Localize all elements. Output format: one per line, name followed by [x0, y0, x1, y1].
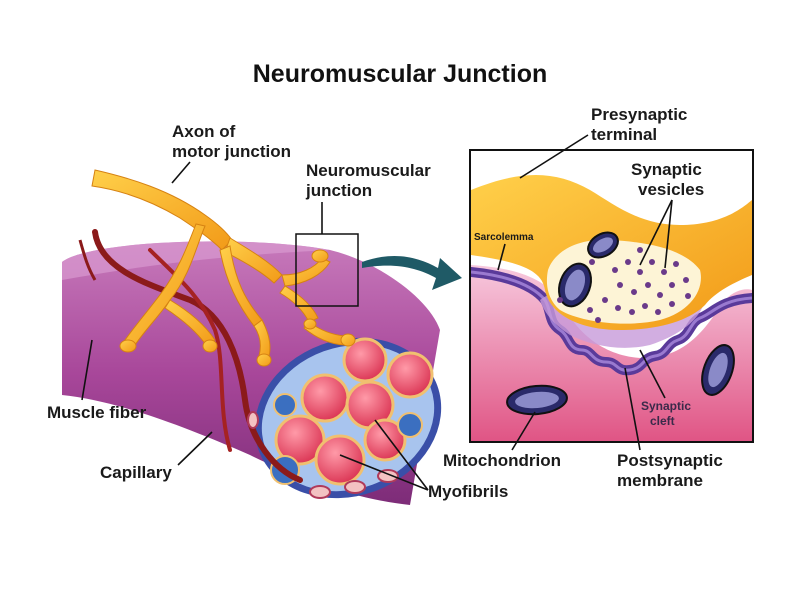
leader-postsynaptic — [624, 367, 641, 451]
label-vesicles-line2: vesicles — [638, 180, 704, 199]
myofibril-bundle — [270, 337, 434, 486]
label-axon-line2: motor junction — [172, 142, 291, 161]
magnify-arrow — [362, 255, 462, 290]
label-sarcolemma: Sarcolemma — [474, 232, 534, 243]
inset-panel — [469, 149, 754, 443]
label-cleft-line1: Synaptic — [641, 399, 691, 413]
zoom-box — [295, 233, 359, 307]
leader-axon — [171, 161, 191, 184]
label-muscle-fiber: Muscle fiber — [47, 403, 147, 422]
diagram-title: Neuromuscular Junction — [253, 60, 548, 88]
leader-capillary — [177, 431, 213, 466]
label-presynaptic-line1: Presynaptic — [591, 105, 687, 124]
leader-cleft — [639, 349, 666, 399]
label-mitochondrion: Mitochondrion — [443, 451, 561, 470]
leader-presynaptic — [519, 134, 589, 179]
leader-vesicles-2 — [664, 199, 673, 269]
leader-vesicles-1 — [639, 199, 673, 266]
synaptic-vesicles-group — [557, 247, 691, 323]
label-axon-line1: Axon of — [172, 122, 236, 141]
capillary-vessel — [78, 229, 303, 483]
label-myofibrils: Myofibrils — [428, 482, 508, 501]
label-capillary: Capillary — [100, 463, 172, 482]
leader-myofibrils-2 — [374, 419, 429, 491]
capillary-cross-sections — [247, 411, 399, 499]
leader-mitochondrion — [511, 411, 536, 451]
leader-sarcolemma — [497, 243, 506, 271]
label-nmj-line2: junction — [305, 181, 372, 200]
label-postsynaptic-line2: membrane — [617, 471, 703, 490]
mitochondrion-shape — [558, 231, 619, 308]
label-vesicles-line1: Synaptic — [631, 160, 702, 179]
label-cleft-line2: cleft — [650, 414, 675, 428]
label-postsynaptic-line1: Postsynaptic — [617, 451, 723, 470]
label-nmj-line1: Neuromuscular — [306, 161, 431, 180]
leader-myofibrils-1 — [339, 454, 429, 491]
leader-muscle-fiber — [81, 339, 93, 401]
label-presynaptic-line2: terminal — [591, 125, 657, 144]
motor-axon — [91, 169, 356, 367]
muscle-mitochondria — [506, 344, 735, 416]
